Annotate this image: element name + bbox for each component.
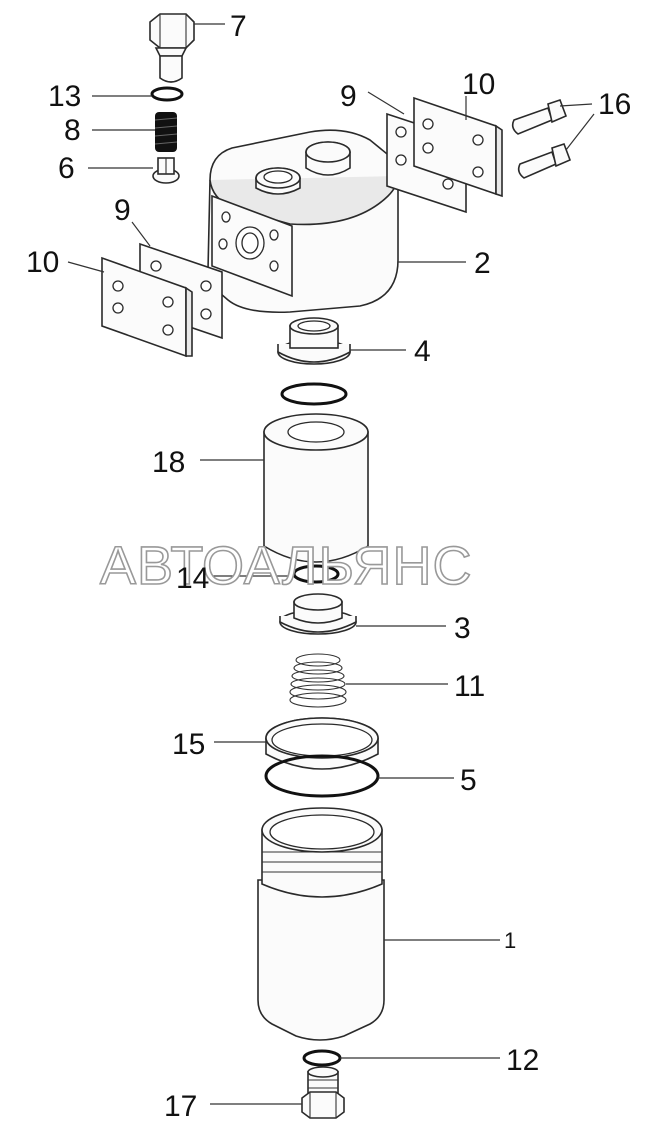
callout-14: 14: [176, 562, 209, 595]
part-5-seal-ring: [264, 754, 380, 798]
callout-10-right: 10: [462, 68, 495, 101]
callout-1: 1: [504, 928, 516, 953]
callout-16: 16: [598, 88, 631, 121]
part-14-o-ring: [292, 564, 340, 584]
callout-15: 15: [172, 728, 205, 761]
part-4-fitting: [277, 317, 351, 365]
part-2-filter-housing: [207, 129, 400, 314]
part-10-plate-right: [413, 96, 503, 198]
part-18-filter-element: [263, 413, 369, 563]
callout-3: 3: [454, 612, 471, 645]
callout-2: 2: [474, 247, 491, 280]
callout-17: 17: [164, 1090, 197, 1123]
callout-4: 4: [414, 335, 431, 368]
callout-10-left: 10: [26, 246, 59, 279]
part-4-seal-ring: [280, 382, 348, 406]
part-16-bolts: [511, 98, 572, 179]
part-15-ring: [265, 717, 379, 770]
watermark-text: АВТОАЛЬЯНС: [100, 536, 472, 596]
part-6-valve: [152, 157, 180, 184]
part-12-o-ring: [302, 1049, 342, 1067]
part-10-plate-left: [101, 256, 193, 358]
callout-9-left: 9: [114, 194, 131, 227]
callout-11: 11: [454, 670, 485, 703]
callout-13: 13: [48, 80, 81, 113]
part-8-spring: [154, 112, 178, 152]
callout-12: 12: [506, 1044, 539, 1077]
part-11-spring: [289, 653, 347, 708]
callout-5: 5: [460, 764, 477, 797]
callout-18: 18: [152, 446, 185, 479]
callout-8: 8: [64, 114, 81, 147]
part-7-bolt: [149, 13, 195, 83]
part-13-o-ring: [150, 86, 184, 102]
callout-9-right: 9: [340, 80, 357, 113]
part-1-filter-bowl: [257, 807, 385, 1041]
part-3-cap: [279, 593, 357, 635]
callout-7: 7: [230, 10, 247, 43]
part-17-drain-plug: [301, 1066, 345, 1119]
callout-6: 6: [58, 152, 75, 185]
